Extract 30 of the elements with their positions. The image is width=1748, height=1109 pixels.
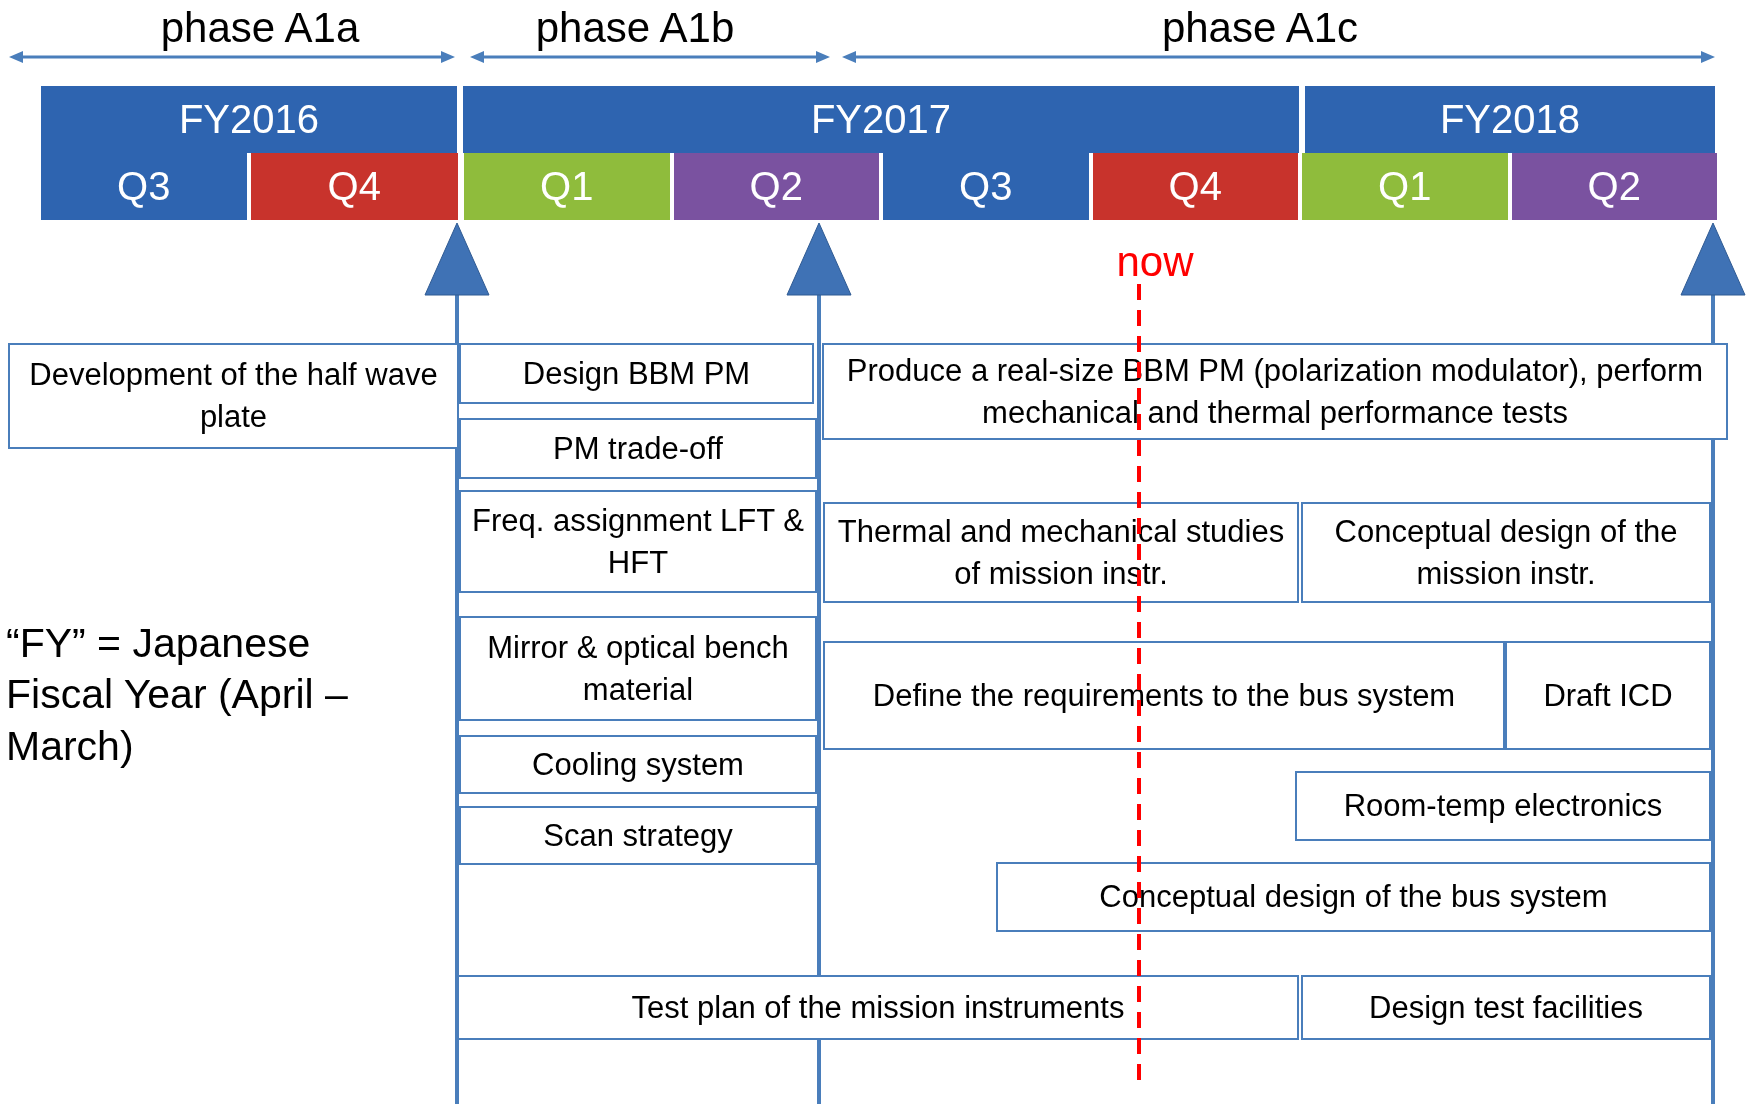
task-box: Define the requirements to the bus system [823, 641, 1505, 750]
phase-label: phase A1a [159, 3, 361, 53]
timeline-header: Q2 [673, 153, 881, 220]
task-box: PM trade-off [459, 418, 817, 479]
task-box: Mirror & optical bench material [459, 616, 817, 721]
task-box: Scan strategy [459, 806, 817, 865]
timeline-header: FY2017 [463, 86, 1301, 153]
task-box: Cooling system [459, 735, 817, 794]
task-box: Design BBM PM [459, 343, 814, 404]
task-box: Draft ICD [1505, 641, 1711, 750]
timeline-header: Q4 [1092, 153, 1300, 220]
phase-label: phase A1c [1160, 3, 1360, 53]
task-box: Design test facilities [1301, 975, 1711, 1040]
task-box: Room-temp electronics [1295, 771, 1711, 841]
timeline-header: Q3 [41, 153, 249, 220]
task-box: Development of the half wave plate [8, 343, 459, 449]
timeline-header: FY2016 [41, 86, 459, 153]
task-box: Conceptual design of the mission instr. [1301, 502, 1711, 603]
task-box: Freq. assignment LFT & HFT [459, 490, 817, 593]
now-label: now [1115, 237, 1195, 287]
task-box: Conceptual design of the bus system [996, 862, 1711, 932]
task-box: Test plan of the mission instruments [457, 975, 1299, 1040]
timeline-header: Q2 [1511, 153, 1719, 220]
timeline-header: Q4 [250, 153, 460, 220]
timeline-header: FY2018 [1305, 86, 1717, 153]
timeline-header: Q1 [464, 153, 672, 220]
timeline-header: Q1 [1302, 153, 1510, 220]
note-text: “FY” = Japanese Fiscal Year (April – March) [6, 619, 349, 771]
timeline-header: Q3 [883, 153, 1091, 220]
phase-label: phase A1b [534, 3, 736, 53]
